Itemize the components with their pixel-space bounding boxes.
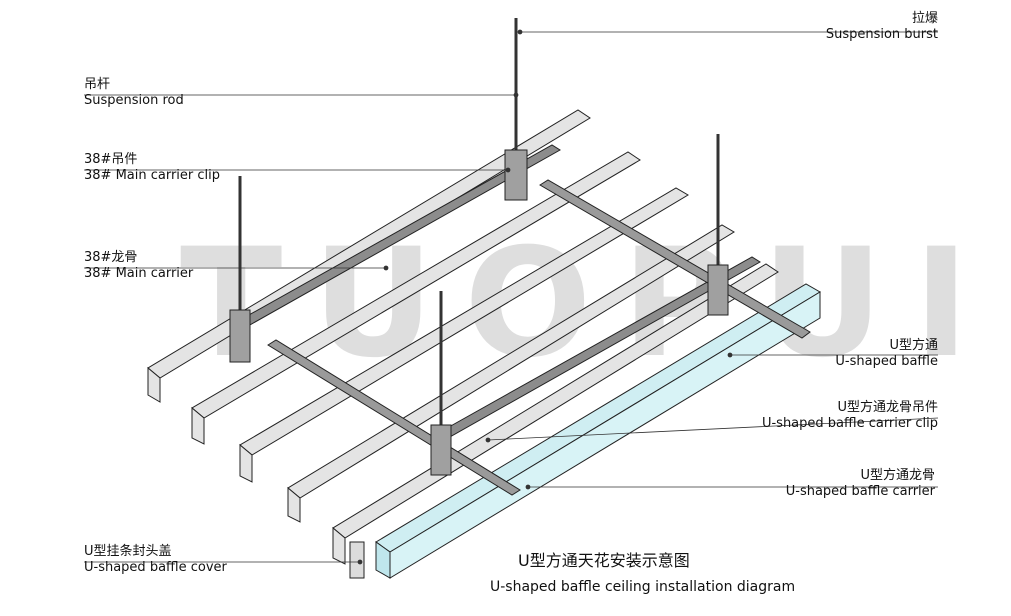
clip-3 [707, 264, 729, 316]
label-main-carrier-clip: 38#吊件 38# Main carrier clip [84, 152, 220, 184]
diagram-title-en: U-shaped baffle ceiling installation dia… [490, 579, 796, 595]
dot-6 [485, 437, 491, 443]
label-suspension-burst: 拉爆 Suspension burst [826, 11, 938, 43]
baffle-1-front [147, 366, 161, 403]
main-carriers [239, 144, 761, 439]
dot-2 [513, 92, 519, 98]
label-u-baffle-zh: U型方通 [889, 338, 938, 353]
suspension-rods [238, 18, 720, 430]
label-u-baffle-carrier-zh: U型方通龙骨 [860, 468, 935, 483]
leader-baffle-carrier-clip [487, 417, 939, 441]
dot-5 [727, 352, 733, 358]
label-u-baffle-carrier-clip-zh: U型方通龙骨吊件 [837, 400, 938, 415]
dot-8 [357, 559, 363, 565]
label-u-baffle-carrier-en: U-shaped baffle carrier [785, 484, 935, 499]
label-u-baffle-carrier: U型方通龙骨 U-shaped baffle carrier [786, 468, 935, 500]
label-suspension-burst-en: Suspension burst [825, 27, 938, 42]
dot-4 [383, 265, 389, 271]
clips [229, 149, 729, 476]
label-u-baffle-cover: U型挂条封头盖 U-shaped baffle cover [84, 544, 227, 576]
clip-1 [504, 149, 528, 201]
clip-4 [430, 424, 452, 476]
clip-2 [229, 309, 251, 363]
label-suspension-rod-zh: 吊杆 [84, 77, 111, 92]
label-u-baffle-carrier-clip-en: U-shaped baffle carrier clip [761, 416, 938, 431]
baffle-4-front [287, 486, 301, 523]
baffle-2-front [191, 406, 205, 445]
dot-1 [517, 29, 523, 35]
leader-lines [84, 29, 939, 565]
label-u-baffle-en: U-shaped baffle [835, 354, 938, 369]
label-suspension-burst-zh: 拉爆 [911, 11, 938, 26]
label-main-carrier-clip-en: 38# Main carrier clip [84, 168, 221, 183]
label-main-carrier-en: 38# Main carrier [84, 266, 194, 281]
label-u-baffle-carrier-clip: U型方通龙骨吊件 U-shaped baffle carrier clip [762, 400, 938, 432]
label-main-carrier: 38#龙骨 38# Main carrier [84, 250, 193, 282]
label-u-baffle-cover-en: U-shaped baffle cover [84, 560, 227, 575]
dot-7 [525, 484, 531, 490]
label-main-carrier-clip-zh: 38#吊件 [84, 152, 138, 167]
dot-3 [505, 167, 511, 173]
baffle-cover [349, 541, 365, 579]
highlight-baffle [375, 283, 821, 579]
label-u-baffle-cover-zh: U型挂条封头盖 [84, 544, 172, 559]
baffle-5-front [332, 526, 346, 565]
label-main-carrier-zh: 38#龙骨 [84, 250, 138, 265]
baffle-3-front [239, 443, 253, 483]
highlight-baffle-side [389, 291, 821, 579]
label-suspension-rod: 吊杆 Suspension rod [84, 77, 184, 109]
label-u-baffle: U型方通 U-shaped baffle [835, 338, 938, 370]
label-suspension-rod-en: Suspension rod [84, 93, 184, 108]
diagram-title-zh: U型方通天花安装示意图 [518, 551, 690, 570]
